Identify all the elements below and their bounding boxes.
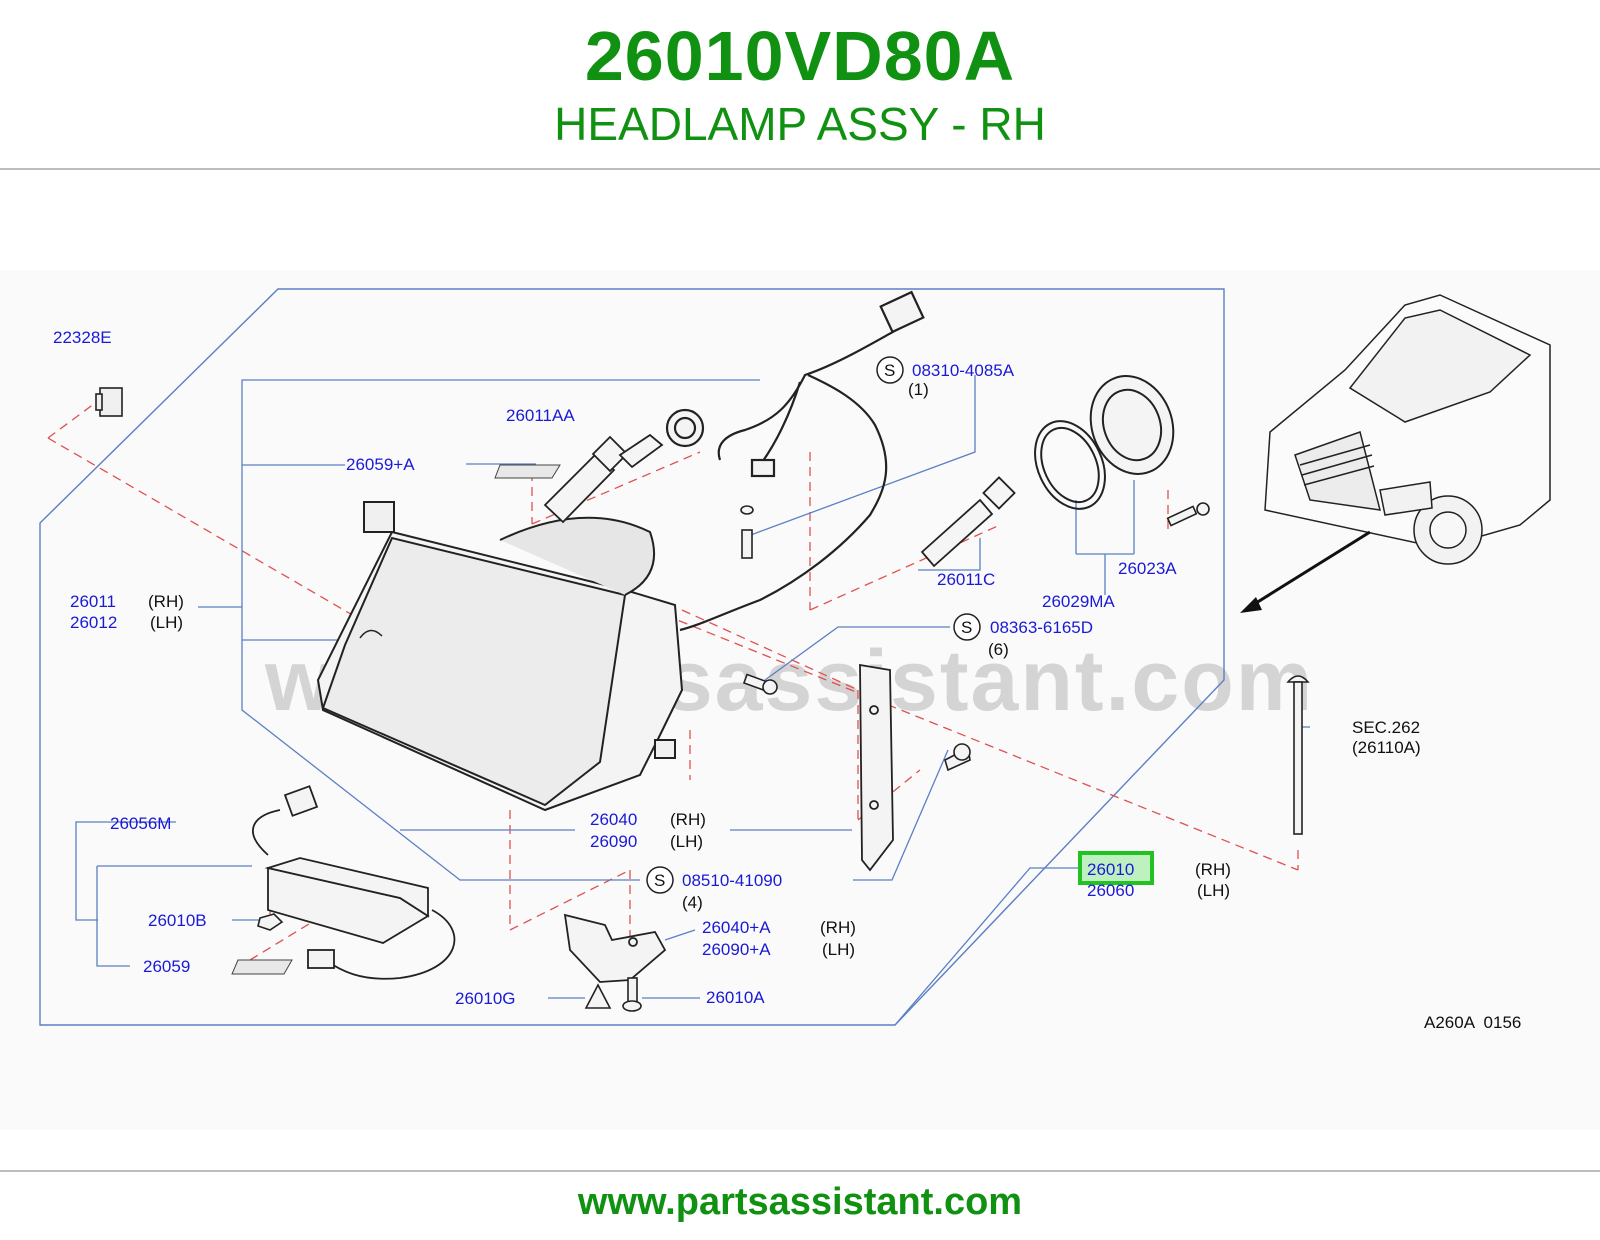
- figure-code: A260A 0156: [1424, 1013, 1521, 1032]
- bolt-26010a-icon: [622, 977, 642, 1012]
- std-part-marker-3: [646, 866, 674, 894]
- vehicle-sketch: [1264, 294, 1551, 565]
- part-label-26010a[interactable]: 26010A: [706, 988, 765, 1007]
- screw-08310-icon: [740, 505, 754, 559]
- part-label-26060[interactable]: 26060: [1087, 881, 1134, 900]
- nut-26010b-icon: [257, 913, 284, 931]
- qty-08310: (1): [908, 380, 929, 399]
- side-rh-26040a: (RH): [820, 918, 856, 937]
- bulb-26011c-icon: [920, 476, 1016, 568]
- selected-part-highlight[interactable]: [1078, 851, 1154, 885]
- clip-26010g-icon: [584, 983, 612, 1009]
- headlamp-housing: [316, 501, 684, 812]
- reference-lines: [47, 391, 1299, 961]
- bolt-08363-icon: [742, 673, 778, 695]
- part-label-26011[interactable]: 26011: [70, 592, 116, 611]
- part-label-26010[interactable]: 26010: [1087, 860, 1134, 879]
- part-label-26090[interactable]: 26090: [590, 832, 637, 851]
- wiring-harness: [665, 290, 925, 632]
- part-label-26011aa[interactable]: 26011AA: [506, 406, 575, 425]
- side-rh-26040: (RH): [670, 810, 706, 829]
- part-label-26023a[interactable]: 26023A: [1118, 559, 1177, 578]
- page-header: 26010VD80A HEADLAMP ASSY - RH: [0, 0, 1600, 168]
- section-ref-sec262[interactable]: SEC.262: [1352, 718, 1420, 737]
- screw-08510-icon: [944, 743, 971, 772]
- ballast-unit-icon: [252, 785, 456, 980]
- side-lh-26060: (LH): [1197, 881, 1230, 900]
- side-lh-26012: (LH): [150, 613, 183, 632]
- part-label-26059a[interactable]: 26059+A: [346, 455, 415, 474]
- part-name-subtitle: HEADLAMP ASSY - RH: [554, 98, 1046, 150]
- qty-08510: (4): [682, 893, 703, 912]
- parts-diagram: www.partsassistant.com: [0, 270, 1600, 1130]
- header-divider: [0, 168, 1600, 170]
- part-label-26010g[interactable]: 26010G: [455, 989, 516, 1008]
- footer-website-link[interactable]: www.partsassistant.com: [577, 1181, 1023, 1223]
- leader-lines: [75, 375, 1310, 1026]
- side-rh-26010: (RH): [1195, 860, 1231, 879]
- std-part-marker-3-text: S: [654, 871, 665, 890]
- part-label-08510-41090[interactable]: 08510-41090: [682, 871, 782, 890]
- part-label-26059[interactable]: 26059: [143, 957, 190, 976]
- label-pad-26059: [231, 959, 293, 975]
- screw-26023a-icon: [1166, 502, 1210, 527]
- bracket-26040a-icon: [563, 913, 667, 983]
- part-label-22328e[interactable]: 22328E: [53, 328, 112, 347]
- part-label-26012[interactable]: 26012: [70, 613, 117, 632]
- std-part-marker-1: [876, 356, 904, 384]
- side-lh-26090: (LH): [670, 832, 703, 851]
- part-label-26056m[interactable]: 26056M: [110, 814, 171, 833]
- qty-08363: (6): [988, 640, 1009, 659]
- part-label-26040[interactable]: 26040: [590, 810, 637, 829]
- std-part-marker-2-text: S: [961, 618, 972, 637]
- seal-ring-26029ma-icon: [1034, 375, 1175, 510]
- side-rh-26011: (RH): [148, 592, 184, 611]
- adjust-bolt-icon: [1286, 675, 1310, 835]
- bulb-26011aa-icon: [543, 433, 664, 524]
- part-label-08310-4085a[interactable]: 08310-4085A: [912, 361, 1015, 380]
- std-part-marker-2: [953, 613, 981, 641]
- section-ref-26110a: (26110A): [1352, 738, 1421, 757]
- clip-22328e-icon: [95, 387, 123, 417]
- part-label-26010b[interactable]: 26010B: [148, 911, 207, 930]
- part-label-26011c[interactable]: 26011C: [937, 570, 995, 589]
- part-label-08363-6165d[interactable]: 08363-6165D: [990, 618, 1093, 637]
- footer-divider: [0, 1170, 1600, 1172]
- label-pad-26059a: [494, 464, 561, 479]
- location-arrowhead: [1240, 597, 1262, 613]
- std-part-marker-1-text: S: [884, 361, 895, 380]
- part-label-26090a[interactable]: 26090+A: [702, 940, 771, 959]
- location-arrow: [1247, 530, 1371, 610]
- part-label-26029ma[interactable]: 26029MA: [1042, 592, 1115, 611]
- side-lh-26090a: (LH): [822, 940, 855, 959]
- part-label-26040a[interactable]: 26040+A: [702, 918, 771, 937]
- bracket-26040-icon: [859, 663, 894, 872]
- part-number-title: 26010VD80A: [584, 17, 1016, 95]
